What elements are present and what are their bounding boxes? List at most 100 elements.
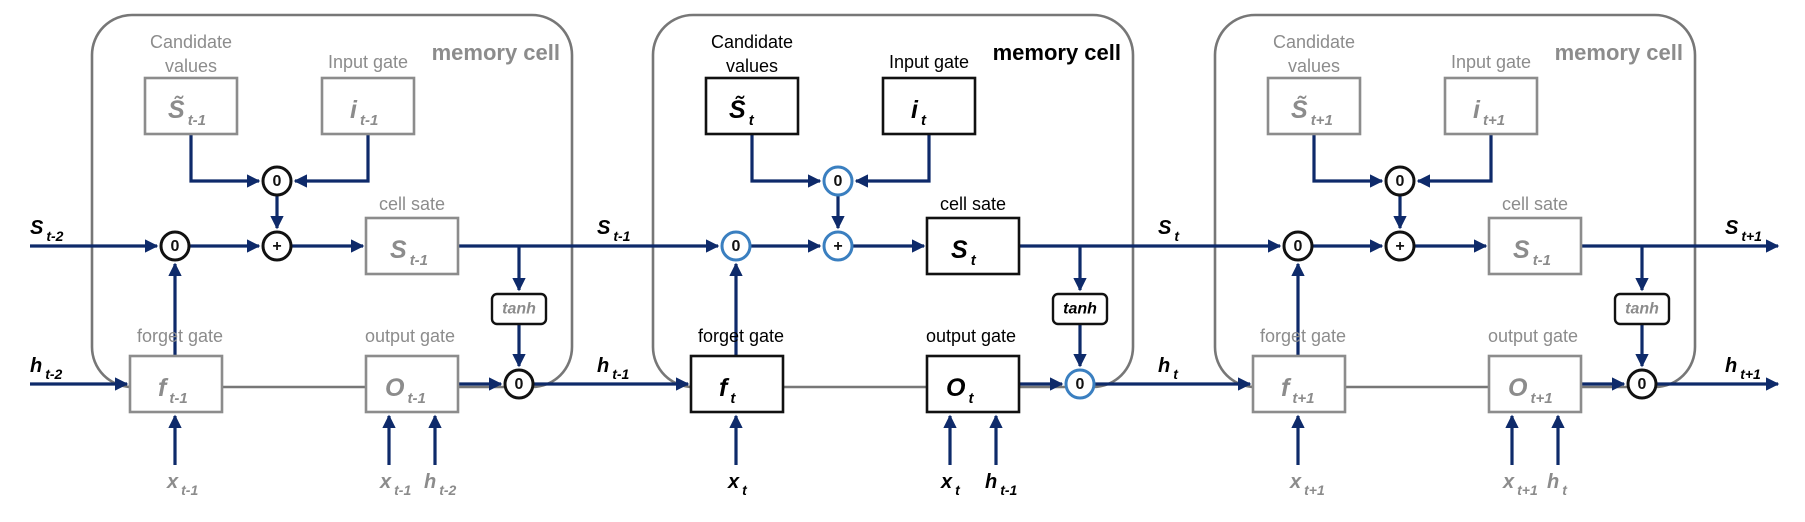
input-gate-to-multiply-line	[1416, 134, 1493, 188]
cell-state-symbol-symbol: S	[390, 236, 407, 264]
hidden-label-subscript: t-1	[612, 366, 629, 382]
input-x-label-symbol: x	[166, 471, 179, 493]
candidate-values-caption: Candidate	[150, 32, 232, 52]
candidate-values-caption: Candidate	[1273, 32, 1355, 52]
input-x-label-subscript: t+1	[1517, 482, 1538, 498]
multiply-forget-node	[720, 230, 752, 262]
candidate-values-caption-line2: values	[165, 56, 217, 76]
candidate-values-caption-line2: values	[726, 56, 778, 76]
cell-state-symbol-symbol: S	[951, 236, 968, 264]
tanh-box	[1051, 292, 1109, 326]
input-x-label-symbol: x	[940, 471, 953, 493]
hidden-label-symbol: h	[1158, 355, 1170, 377]
candidate-values-box	[1266, 76, 1362, 136]
multiply-candidate-input-node-glyph: 0	[834, 173, 843, 190]
input-x-label-symbol: x	[1502, 471, 1515, 493]
add-node	[261, 230, 293, 262]
forget-gate-box	[689, 354, 785, 414]
memory-cell-frame	[90, 13, 574, 389]
cell-state-box	[925, 216, 1021, 276]
input-gate-caption: Input gate	[889, 52, 969, 72]
cell-state-caption: cell sate	[379, 194, 445, 214]
input-x-label-subscript: t	[742, 482, 748, 498]
input-x-label-subscript: t+1	[1304, 482, 1325, 498]
state-label-subscript: t	[1174, 228, 1180, 244]
candidate-values-symbol-subscript: t-1	[188, 112, 206, 129]
output-gate-symbol-subscript: t	[968, 390, 974, 407]
memory-cell-title: memory cell	[432, 40, 560, 65]
forget-gate-box	[128, 354, 224, 414]
candidate-values-caption-line2: values	[1288, 56, 1340, 76]
forget-gate-symbol-symbol: f	[1281, 374, 1292, 402]
candidate-values-symbol-symbol: S̃	[1291, 95, 1308, 124]
input-gate-box	[881, 76, 977, 136]
forget-gate-symbol-symbol: f	[719, 374, 730, 402]
hidden-label-symbol: h	[597, 355, 609, 377]
multiply-forget-node-glyph: 0	[171, 238, 180, 255]
candidate-values-symbol: S̃t-1	[168, 95, 206, 129]
cell-state-box	[1487, 216, 1583, 276]
hidden-label-symbol: h	[1725, 355, 1737, 377]
input-gate-symbol-subscript: t-1	[360, 112, 378, 129]
tanh-label: tanh	[502, 301, 536, 318]
input-gate-box	[320, 76, 416, 136]
output-gate-caption: output gate	[365, 326, 455, 346]
memory-cell-frame	[1213, 13, 1697, 389]
input-x-label-subscript: t-1	[394, 482, 411, 498]
input-gate-caption: Input gate	[328, 52, 408, 72]
forget-gate-caption: forget gate	[698, 326, 784, 346]
forget-gate-caption: forget gate	[137, 326, 223, 346]
input-x-label-symbol: x	[1289, 471, 1302, 493]
input-gate-symbol-subscript: t	[921, 112, 927, 129]
add-node-glyph: +	[833, 238, 842, 255]
candidate-values-box	[143, 76, 239, 136]
state-label-symbol: S	[1725, 217, 1739, 239]
output-gate-symbol-symbol: O	[385, 374, 405, 402]
candidate-values-symbol: S̃t+1	[1291, 95, 1333, 129]
input-h-label-symbol: h	[424, 471, 436, 493]
forget-gate-symbol-subscript: t	[730, 390, 736, 407]
forget-gate-symbol-symbol: f	[158, 374, 169, 402]
hidden-label-symbol: h	[30, 355, 42, 377]
input-x-label-symbol: x	[379, 471, 392, 493]
multiply-candidate-input-node-glyph: 0	[273, 173, 282, 190]
cell-state-symbol-subscript: t-1	[1533, 252, 1551, 269]
memory-cell-frame	[651, 13, 1135, 389]
output-gate-symbol-symbol: O	[946, 374, 966, 402]
multiply-output-node-glyph: 0	[1638, 376, 1647, 393]
forget-gate-symbol-subscript: t-1	[169, 390, 187, 407]
multiply-forget-node-glyph: 0	[1294, 238, 1303, 255]
output-gate-caption: output gate	[926, 326, 1016, 346]
candidate-values-symbol-subscript: t	[749, 112, 755, 129]
state-label-symbol: S	[30, 217, 44, 239]
tanh-box	[490, 292, 548, 326]
state-label-subscript: t-1	[613, 228, 630, 244]
state-label-symbol: S	[1158, 217, 1172, 239]
hidden-label-subscript: t+1	[1740, 366, 1761, 382]
output-gate-box	[1487, 354, 1583, 414]
multiply-forget-node	[159, 230, 191, 262]
hidden-label-subscript: t	[1173, 366, 1179, 382]
multiply-candidate-input-node	[1384, 165, 1416, 197]
input-h-label-symbol: h	[985, 471, 997, 493]
cell-state-caption: cell sate	[1502, 194, 1568, 214]
input-gate-to-multiply-line	[293, 134, 370, 188]
cell-state-box	[364, 216, 460, 276]
